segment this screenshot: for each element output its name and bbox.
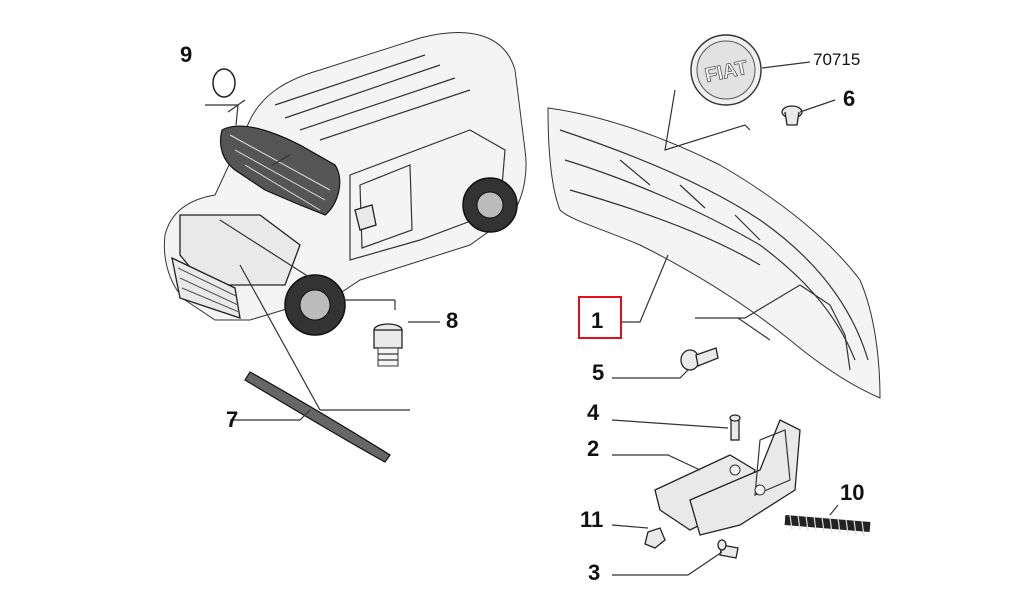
callout-70715: 70715 [813,50,860,69]
part-4-screw [729,414,741,441]
callout-1-highlight [578,296,622,339]
callout-8: 8 [446,308,458,333]
callout-4: 4 [587,400,600,425]
part-10-spring [784,514,871,537]
callout-6: 6 [843,86,855,111]
part-2-hinge [654,419,801,536]
callout-1: 1 [591,308,603,333]
callout-5: 5 [592,360,604,385]
part-3-bolt [717,539,739,559]
bonnet-panel [547,107,881,399]
part-7-seal-strip [244,371,391,463]
part-6-clip [781,105,803,126]
callout-7: 7 [226,407,238,432]
leader-lines [205,61,839,576]
van-illustration [163,32,527,336]
callout-10: 10 [840,480,864,505]
callout-9: 9 [180,42,192,67]
fiat-badge: FIAT [690,34,762,106]
part-8-bolt [373,323,403,367]
callout-3: 3 [588,560,600,585]
callout-11: 11 [580,507,603,532]
part-5-pin [680,347,719,371]
part-9-oring [212,68,236,98]
callout-2: 2 [587,436,599,461]
part-11-nut [644,527,666,549]
